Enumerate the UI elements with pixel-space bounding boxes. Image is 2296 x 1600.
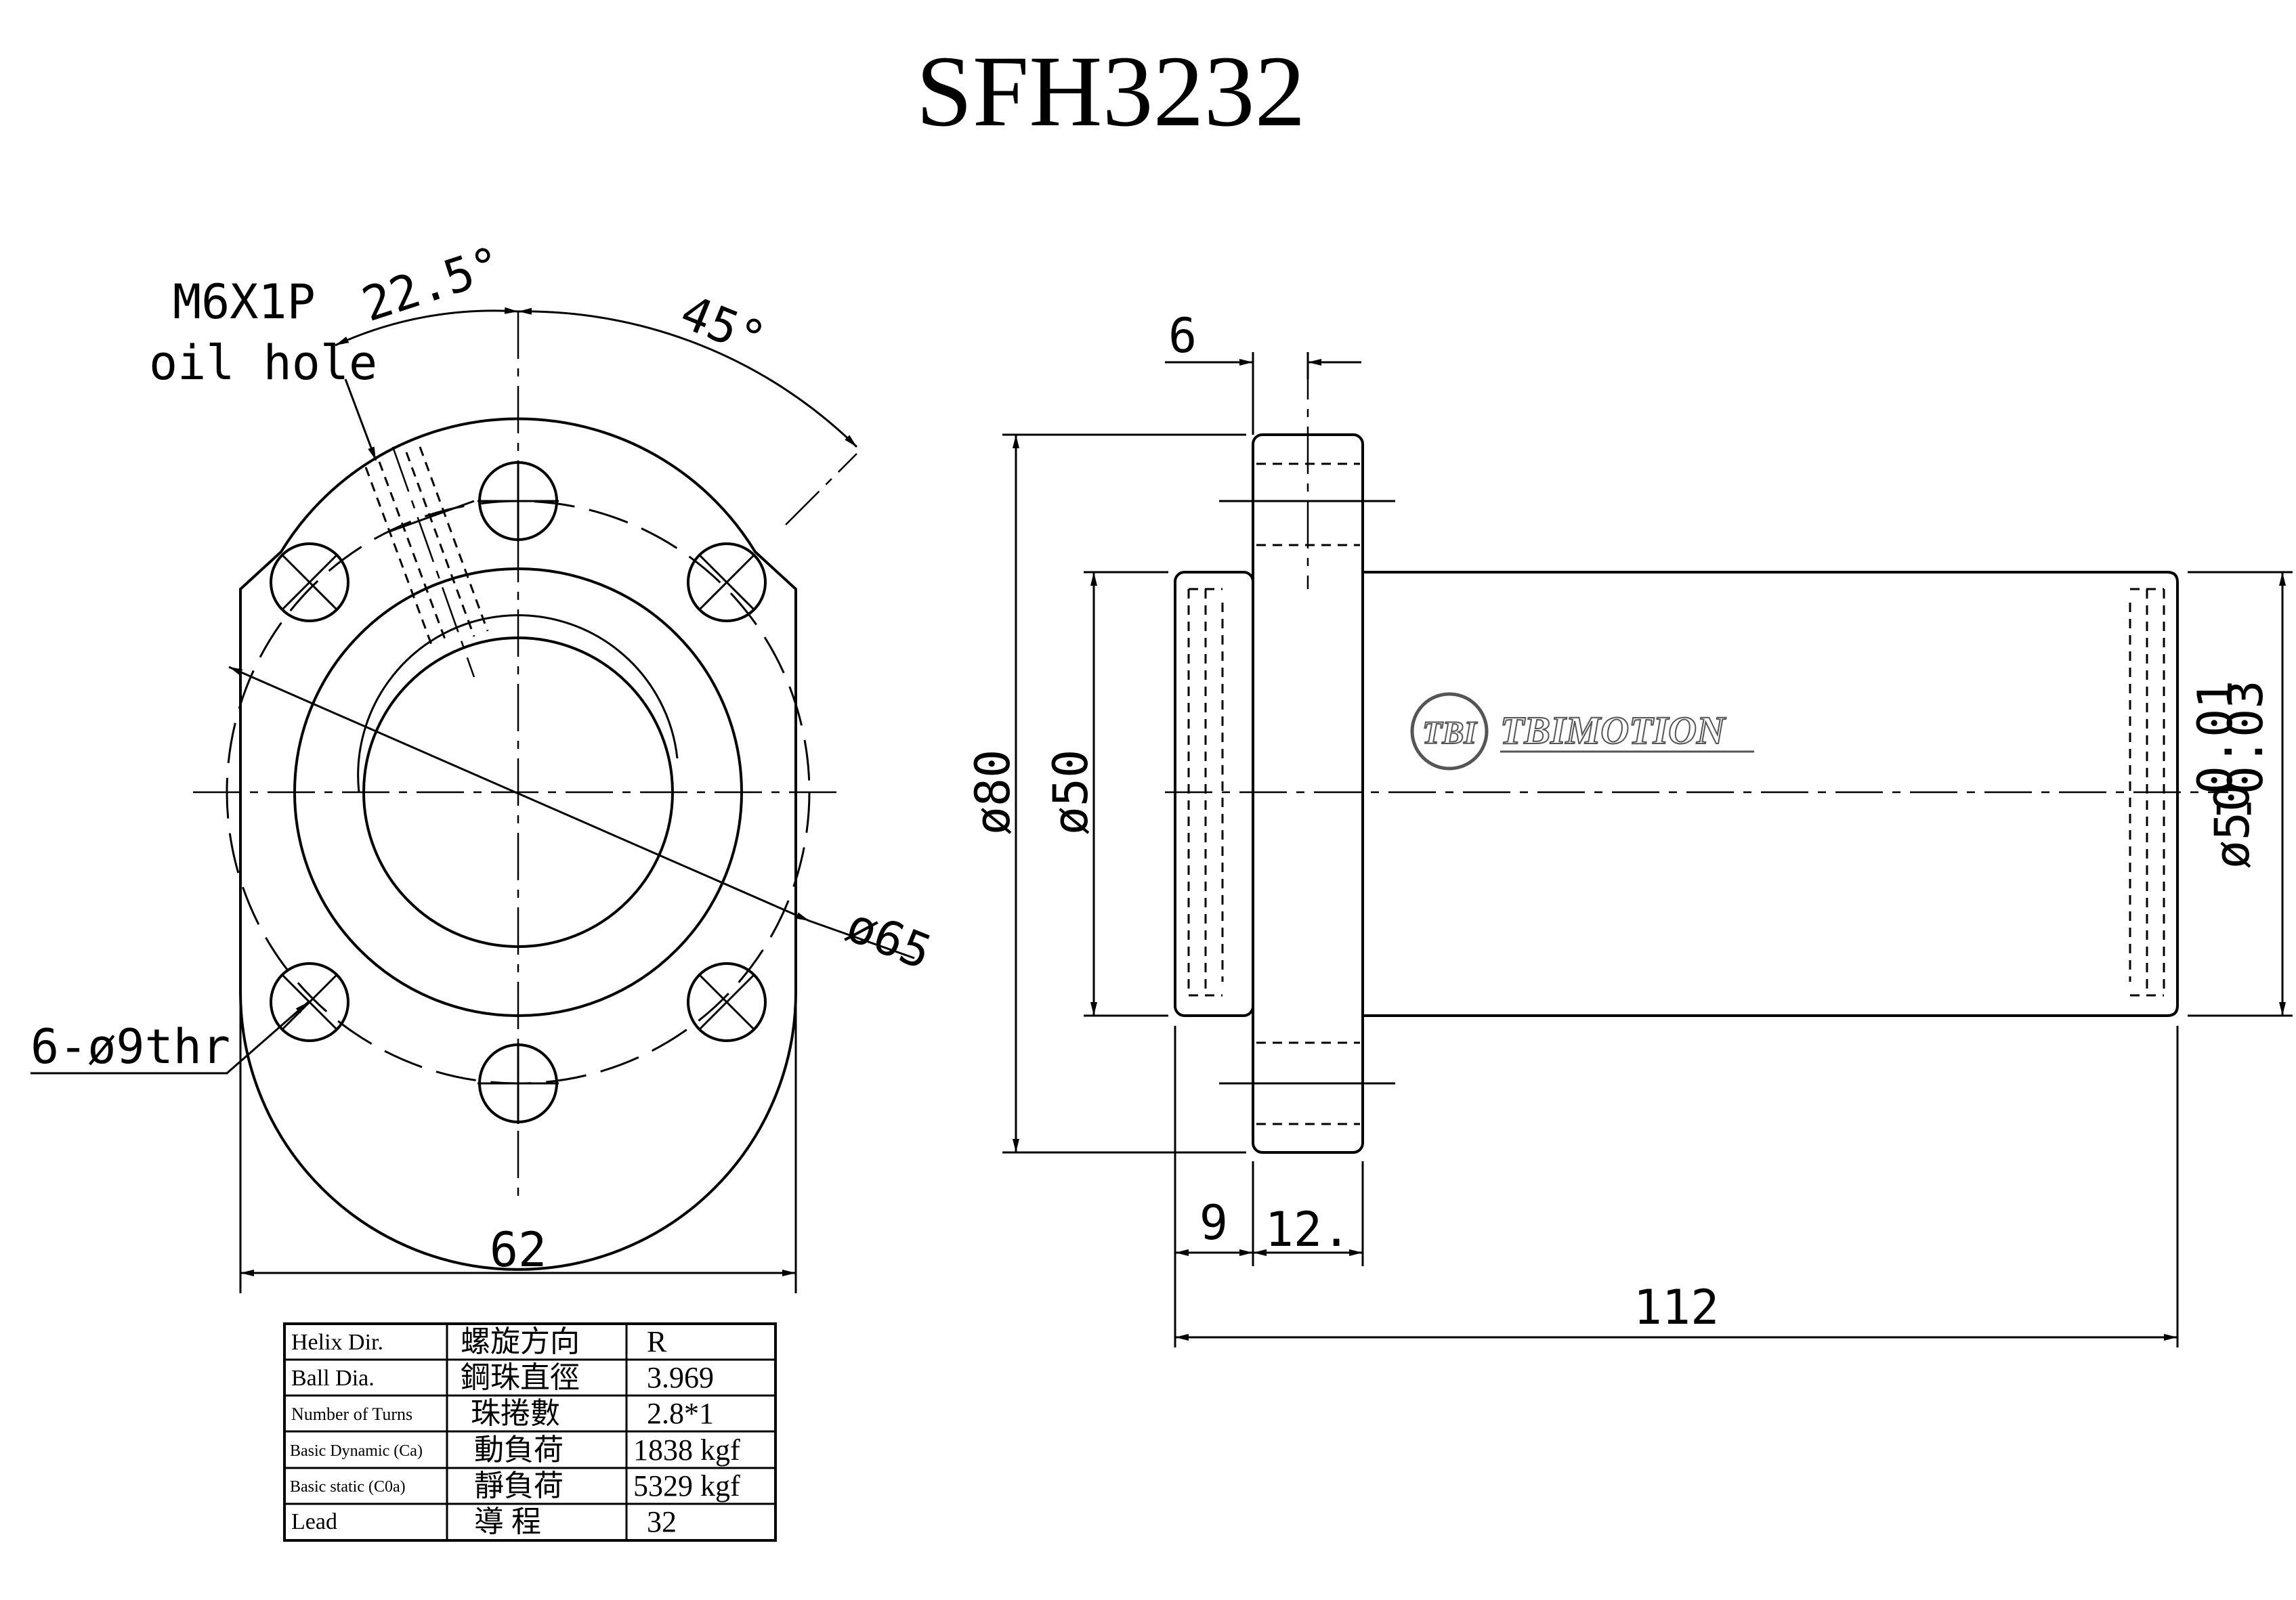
body-dia-label: ø50 xyxy=(2205,783,2260,869)
bolt-hole xyxy=(687,962,767,1042)
svg-text:Helix Dir.: Helix Dir. xyxy=(291,1330,383,1355)
svg-text:螺旋方向: 螺旋方向 xyxy=(461,1325,580,1358)
flange-outline xyxy=(239,417,797,1271)
pcd-dim-extension xyxy=(809,920,915,959)
tol-lower-label: -0.03 xyxy=(2218,680,2274,823)
body-outline xyxy=(1363,571,2179,1017)
tbimotion-logo: TBI TBIMOTION xyxy=(1410,692,1754,771)
bolt-hole xyxy=(477,460,559,542)
table-row: Ball Dia. 鋼珠直徑 3.969 xyxy=(291,1361,714,1394)
spec-table: Helix Dir. 螺旋方向 R Ball Dia. 鋼珠直徑 3.969 N… xyxy=(283,1322,777,1542)
angle-arc xyxy=(335,307,519,347)
bolt-hole xyxy=(270,962,349,1042)
ball-return-right xyxy=(2129,588,2165,997)
svg-text:3.969: 3.969 xyxy=(647,1361,714,1394)
oil-hole-label: oil hole xyxy=(149,335,377,391)
angle-45-label: 45° xyxy=(673,284,773,368)
table-row: Helix Dir. 螺旋方向 R xyxy=(291,1325,667,1358)
bolt-hole xyxy=(477,1043,559,1124)
holes-label: 6-ø9thr xyxy=(30,1019,230,1075)
holes-leader xyxy=(30,1001,309,1075)
bolt-holes xyxy=(270,460,767,1124)
table-row: Lead 導 程 32 xyxy=(291,1505,677,1538)
svg-text:R: R xyxy=(647,1325,667,1358)
svg-text:珠捲數: 珠捲數 xyxy=(471,1397,560,1430)
table-row: Number of Turns 珠捲數 2.8*1 xyxy=(291,1397,714,1430)
angle-22-5-label: 22.5° xyxy=(356,236,509,332)
svg-text:32: 32 xyxy=(647,1505,677,1538)
svg-text:導 程: 導 程 xyxy=(474,1505,541,1538)
svg-text:靜負荷: 靜負荷 xyxy=(474,1469,564,1502)
svg-text:Basic static (C0a): Basic static (C0a) xyxy=(290,1478,406,1496)
svg-text:Number of Turns: Number of Turns xyxy=(291,1404,412,1424)
svg-text:Lead: Lead xyxy=(291,1509,337,1534)
dim-6-label: 6 xyxy=(1168,308,1197,364)
pilot-len-label: 9 xyxy=(1199,1195,1228,1251)
width-label: 62 xyxy=(490,1222,547,1278)
table-row: Basic Dynamic (Ca) 動負荷 1838 kgf xyxy=(290,1433,740,1467)
center-line-45 xyxy=(785,453,857,525)
angle-arc-45 xyxy=(517,307,858,448)
logo-ring xyxy=(1410,692,1489,771)
tol-upper-label: -0.01 xyxy=(2188,680,2243,823)
flange-hole-bottom xyxy=(1219,1041,1395,1125)
pilot-dia-label: ø50 xyxy=(1043,750,1099,835)
logo-text: TBIMOTION xyxy=(1500,708,1726,752)
svg-text:動負荷: 動負荷 xyxy=(474,1433,564,1467)
svg-text:鋼珠直徑: 鋼珠直徑 xyxy=(461,1361,580,1394)
pilot-outline xyxy=(1174,571,1254,1017)
bolt-hole xyxy=(687,542,767,622)
svg-text:1838 kgf: 1838 kgf xyxy=(633,1433,740,1467)
pcd-label: ø65 xyxy=(839,897,939,980)
svg-text:Ball Dia.: Ball Dia. xyxy=(291,1366,375,1391)
oil-hole xyxy=(364,446,489,678)
svg-text:2.8*1: 2.8*1 xyxy=(647,1397,714,1430)
bolt-hole xyxy=(270,542,349,622)
pcd-dim-line xyxy=(228,666,810,922)
front-view: 22.5° 45° M6X1P oil hole ø65 6-ø9thr 62 xyxy=(30,236,939,1293)
flange-len-label: 12. xyxy=(1265,1202,1351,1257)
svg-text:5329 kgf: 5329 kgf xyxy=(633,1469,740,1502)
drawing-title: SFH3232 xyxy=(916,35,1305,148)
svg-text:Basic Dynamic (Ca): Basic Dynamic (Ca) xyxy=(290,1442,423,1460)
total-len-label: 112 xyxy=(1634,1280,1719,1335)
ball-return-left xyxy=(1187,588,1224,997)
oil-hole-thread-label: M6X1P xyxy=(173,274,316,330)
table-row: Basic static (C0a) 靜負荷 5329 kgf xyxy=(290,1469,740,1502)
oil-hole-leader xyxy=(344,379,377,461)
side-view: TBI TBIMOTION 6 ø80 ø50 ø50 -0.01 -0.03 xyxy=(965,308,2293,1347)
flange-hole-top xyxy=(1219,352,1395,589)
flange-dia-label: ø80 xyxy=(965,750,1021,835)
logo-mark: TBI xyxy=(1422,715,1478,751)
